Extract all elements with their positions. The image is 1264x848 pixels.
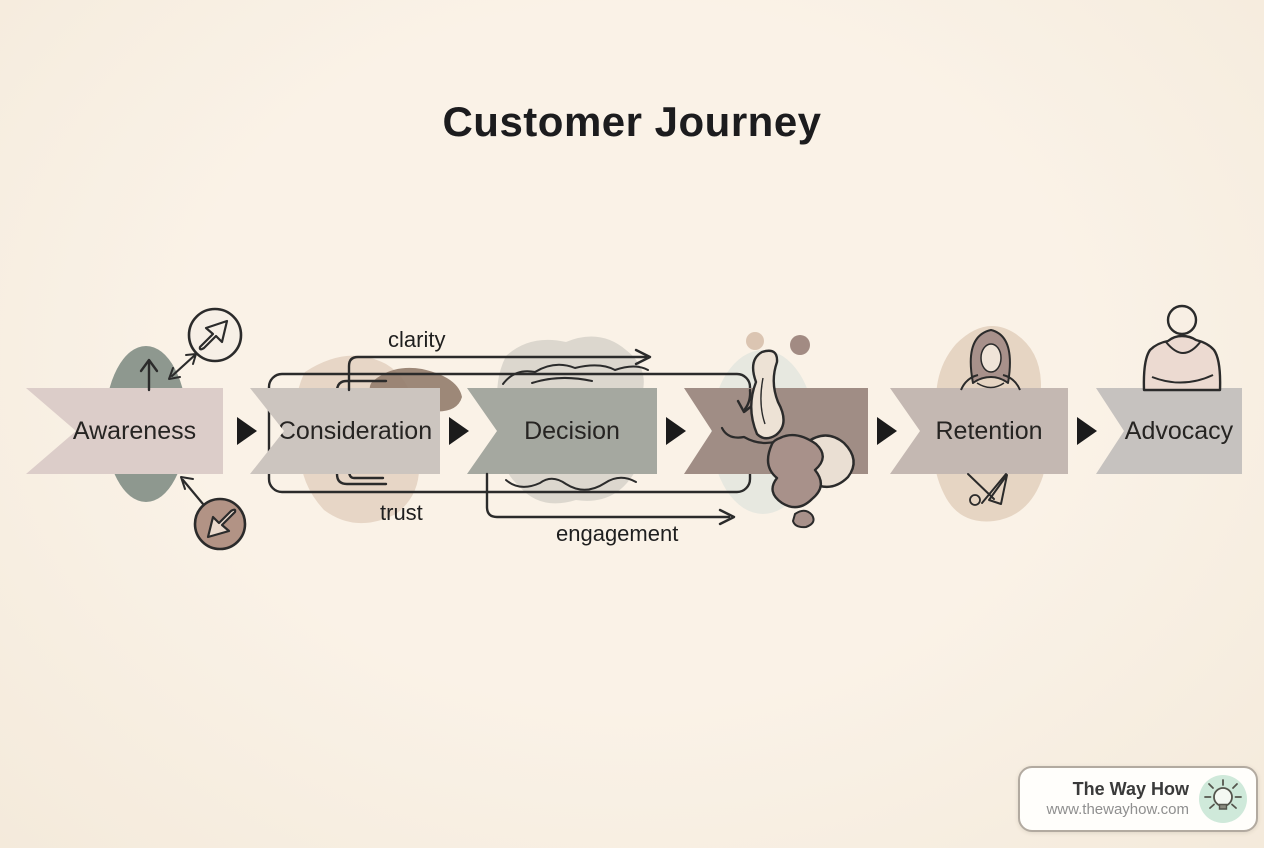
stage-label-retention: Retention [935,416,1043,445]
flow-label-trust: trust [380,500,423,525]
flow-label-engagement: engagement [556,521,679,546]
stage-label-decision: Decision [524,416,620,445]
stage-banner-advocacy: Advocacy [1096,388,1242,474]
stage-label-awareness: Awareness [72,416,197,445]
clarity-arrow [347,348,652,392]
awareness-badge-top [168,307,243,380]
arrow-right-icon [237,417,257,445]
stage-banner-4 [684,388,868,474]
arrow-down-left-icon [206,508,237,539]
footer-text: The Way How www.thewayhow.com [1046,778,1189,819]
dot-light [746,332,764,350]
advocacy-person-icon [1142,304,1222,392]
stage-banner-consideration: Consideration [250,388,440,474]
arrow-right-icon [666,417,686,445]
stage-label-consideration: Consideration [277,416,433,445]
footer-brand-badge: The Way How www.thewayhow.com [1018,766,1258,832]
lightbulb-icon [1199,775,1247,823]
arrow-up-right-icon [198,319,229,351]
stage-label-advocacy: Advocacy [1124,416,1234,445]
awareness-badge-bottom [180,476,247,551]
stage-banner-retention: Retention [890,388,1068,474]
small-blob [792,509,815,529]
awareness-up-arrow [139,358,159,392]
page-title: Customer Journey [442,98,822,145]
footer-brand-name: The Way How [1072,779,1189,800]
stage-banner-decision: Decision [467,388,657,474]
arrow-right-icon [1077,417,1097,445]
flow-label-clarity: clarity [388,327,446,352]
footer-url: www.thewayhow.com [1046,800,1189,818]
stage-banner-awareness: Awareness [26,388,223,474]
dot-dark [790,335,810,355]
arrow-right-icon [877,417,897,445]
arrow-right-icon [449,417,469,445]
engagement-arrow [485,472,736,526]
